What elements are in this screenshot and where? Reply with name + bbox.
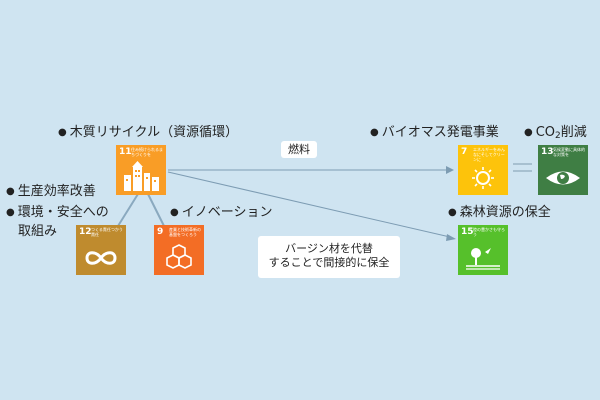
sdg-7-caption: エネルギーをみんなにそしてクリーンに xyxy=(473,147,505,162)
sdg-9-background xyxy=(154,225,204,275)
sdg-13-caption: 気候変動に具体的な対策を xyxy=(553,147,585,157)
forest-arrowhead xyxy=(446,234,456,241)
tree-icon xyxy=(466,248,500,270)
bullet-icon: ● xyxy=(370,127,379,138)
tree-line-right xyxy=(147,193,165,227)
fuel-callout: 燃料 xyxy=(281,141,317,158)
bullet-icon: ● xyxy=(524,127,533,138)
sdg-11-caption: 住み続けられるまちづくりを xyxy=(131,147,163,157)
co2-label: ●CO2削減 xyxy=(524,125,587,144)
biomass-text: バイオマス発電事業 xyxy=(381,125,499,140)
sdg-12-caption: つくる責任つかう責任 xyxy=(91,227,123,237)
sdg-13-background xyxy=(538,145,588,195)
sdg-7-number: 7 xyxy=(461,147,468,157)
bullet-icon: ● xyxy=(6,207,15,218)
sdg-9-number: 9 xyxy=(157,227,164,237)
fuel-arrowhead xyxy=(446,166,454,174)
infinity-icon xyxy=(85,251,117,265)
sdg-9-caption: 産業と技術革新の基盤をつくろう xyxy=(169,227,201,237)
sdg-13-tile: 13 気候変動に具体的な対策を xyxy=(538,145,588,195)
environment-label-line2: 取組み xyxy=(18,224,57,240)
bullet-icon: ● xyxy=(6,186,15,197)
forest-arrow-line xyxy=(167,171,451,238)
co2-text: CO xyxy=(535,125,556,140)
sdg-13-number: 13 xyxy=(541,147,554,157)
co2-subscript: 2 xyxy=(555,131,561,141)
sdg-12-tile: 12 つくる責任つかう責任 xyxy=(76,225,126,275)
city-icon xyxy=(124,161,159,191)
wood-recycle-label: ●木質リサイクル（資源循環） xyxy=(58,125,238,141)
bullet-icon: ● xyxy=(448,207,457,218)
eye-globe-icon xyxy=(546,171,580,185)
innovation-text: イノベーション xyxy=(181,205,273,220)
co2-suffix-text: 削減 xyxy=(560,125,587,140)
innovation-label: ●イノベーション xyxy=(170,205,272,221)
fuel-callout-text: 燃料 xyxy=(288,143,310,156)
production-label: ●生産効率改善 xyxy=(6,184,96,200)
sdg-11-number: 11 xyxy=(119,147,132,157)
environment-text-line1: 環境・安全への xyxy=(17,205,109,220)
virgin-callout-line1: バージン材を代替 xyxy=(285,242,373,255)
bullet-icon: ● xyxy=(170,207,179,218)
biomass-label: ●バイオマス発電事業 xyxy=(370,125,499,141)
sdg-15-number: 15 xyxy=(461,227,474,237)
forest-label: ●森林資源の保全 xyxy=(448,205,551,221)
environment-label: ●環境・安全への xyxy=(6,205,109,221)
sdg-7-tile: 7 エネルギーをみんなにそしてクリーンに xyxy=(458,145,508,195)
sdg-12-number: 12 xyxy=(79,227,92,237)
sdg-12-background xyxy=(76,225,126,275)
production-text: 生産効率改善 xyxy=(17,184,96,199)
virgin-callout: バージン材を代替 することで間接的に保全 xyxy=(258,236,400,278)
environment-text-line2: 取組み xyxy=(18,224,58,239)
sdg-15-caption: 陸の豊かさも守ろう xyxy=(473,227,505,237)
sun-icon xyxy=(472,167,494,189)
wood-recycle-text: 木質リサイクル（資源循環） xyxy=(69,125,239,140)
bullet-icon: ● xyxy=(58,127,67,138)
sdg-9-tile: 9 産業と技術革新の基盤をつくろう xyxy=(154,225,204,275)
sdg-15-tile: 15 陸の豊かさも守ろう xyxy=(458,225,508,275)
sdg-11-tile: 11 住み続けられるまちづくりを xyxy=(116,145,166,195)
tree-line-left xyxy=(117,193,139,227)
forest-text: 森林資源の保全 xyxy=(459,205,551,220)
virgin-callout-line2: することで間接的に保全 xyxy=(268,256,390,269)
cubes-icon xyxy=(166,244,192,269)
